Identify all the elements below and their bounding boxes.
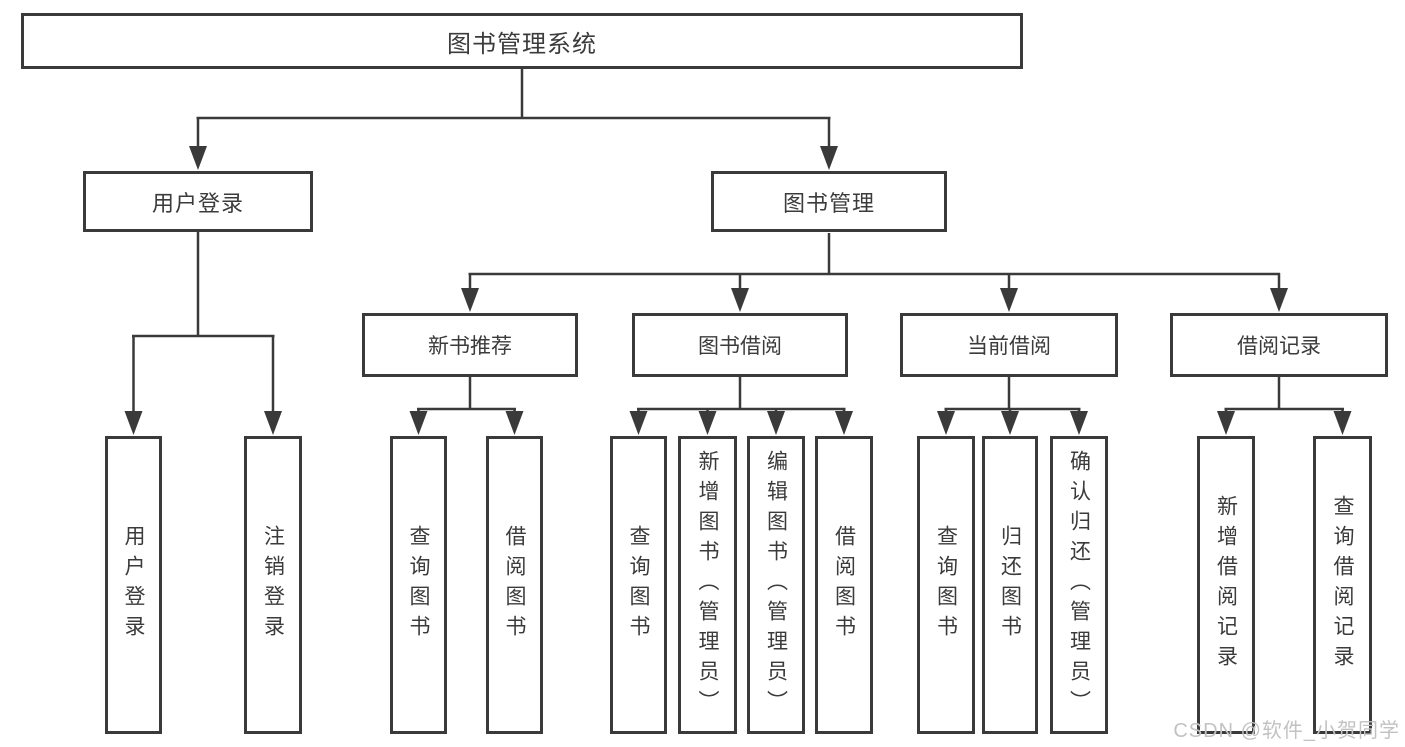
node-new-book-recommendation: 新书推荐 [362,313,578,377]
leaf-query-borrow-record: 查询借阅记录 [1313,436,1372,734]
node-label: 用户登录 [151,190,244,216]
arrowheads [124,146,1352,435]
node-label: 新增借阅记录 [1214,495,1238,675]
csdn-watermark: CSDN @软件_小贺同学 [1173,720,1400,742]
node-library-management-system: 图书管理系统 [21,13,1023,69]
leaf-borrow-books-recommend: 借阅图书 [486,436,543,734]
node-label: 注销登录 [261,525,285,645]
node-label: 当前借阅 [967,335,1051,358]
node-current-borrowing: 当前借阅 [900,313,1118,377]
node-label: 查询图书 [934,525,958,645]
node-label: 图书管理 [782,190,875,216]
node-borrowing-records: 借阅记录 [1170,313,1388,377]
node-label: 确认归还（管理员） [1067,450,1091,720]
node-user-login-module: 用户登录 [83,171,313,232]
leaf-edit-books-admin: 编辑图书（管理员） [747,436,805,734]
node-label: 归还图书 [998,525,1022,645]
leaf-add-books-admin: 新增图书（管理员） [678,436,737,734]
leaf-logout: 注销登录 [244,436,302,734]
leaf-return-books: 归还图书 [982,436,1038,734]
leaf-user-login: 用户登录 [105,436,162,734]
node-label: 借阅记录 [1237,335,1321,358]
node-label: 编辑图书（管理员） [764,450,788,720]
node-label: 查询图书 [407,525,430,645]
node-label: 借阅图书 [503,525,526,645]
leaf-query-books-recommend: 查询图书 [390,436,447,734]
node-label: 借阅图书 [832,525,856,645]
node-label: 用户登录 [122,525,145,645]
leaf-query-books-borrowing: 查询图书 [610,436,667,734]
node-label: 查询图书 [627,525,650,645]
node-book-management-module: 图书管理 [711,171,947,232]
node-label: 新书推荐 [428,335,512,358]
node-book-borrowing: 图书借阅 [632,313,848,377]
node-label: 图书管理系统 [447,30,597,58]
leaf-borrow-books: 借阅图书 [815,436,873,734]
leaf-confirm-return-admin: 确认归还（管理员） [1050,436,1108,734]
node-label: 查询借阅记录 [1331,495,1354,675]
leaf-query-books-current: 查询图书 [917,436,975,734]
node-label: 图书借阅 [698,335,782,358]
node-label: 新增图书（管理员） [696,450,719,720]
leaf-add-borrow-record: 新增借阅记录 [1197,436,1255,734]
